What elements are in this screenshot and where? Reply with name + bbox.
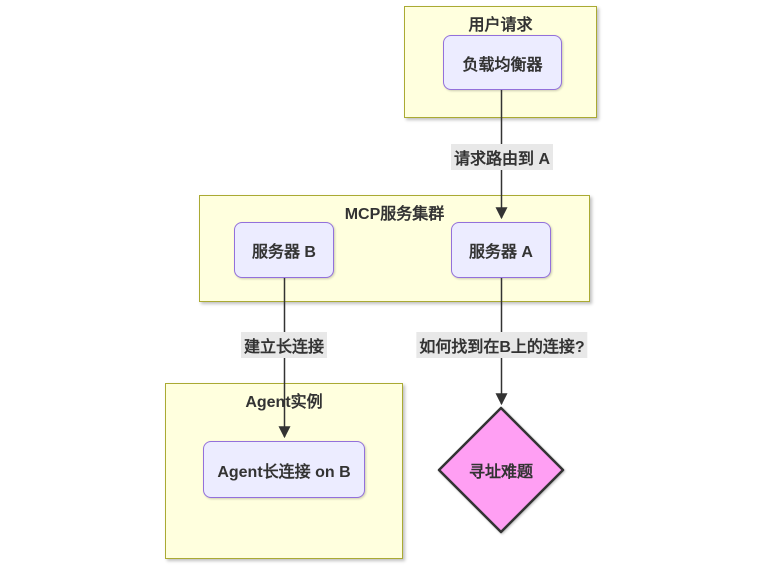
cluster-user-request-title: 用户请求 [468,17,533,34]
cluster-user-request: 用户请求 [404,6,597,118]
edge-label-request-routed-to-a: 请求路由到 A [450,144,554,170]
node-load-balancer: 负载均衡器 [443,35,562,90]
cluster-mcp-title: MCP服务集群 [344,206,445,223]
node-server-a: 服务器 A [451,222,551,278]
edge-label-how-to-find-connection-on-b: 如何找到在B上的连接? [416,332,588,358]
node-addressing-problem-label: 寻址难题 [468,464,533,481]
node-server-b-label: 服务器 B [251,244,316,261]
node-agent-connection: Agent长连接 on B [203,441,365,498]
node-server-a-label: 服务器 A [468,244,533,261]
edge-label-establish-long-connection: 建立长连接 [240,332,328,358]
cluster-agent-instance-title: Agent实例 [245,394,323,411]
node-agent-connection-label: Agent长连接 on B [217,463,351,481]
node-server-b: 服务器 B [234,222,334,278]
node-load-balancer-label: 负载均衡器 [462,56,543,74]
